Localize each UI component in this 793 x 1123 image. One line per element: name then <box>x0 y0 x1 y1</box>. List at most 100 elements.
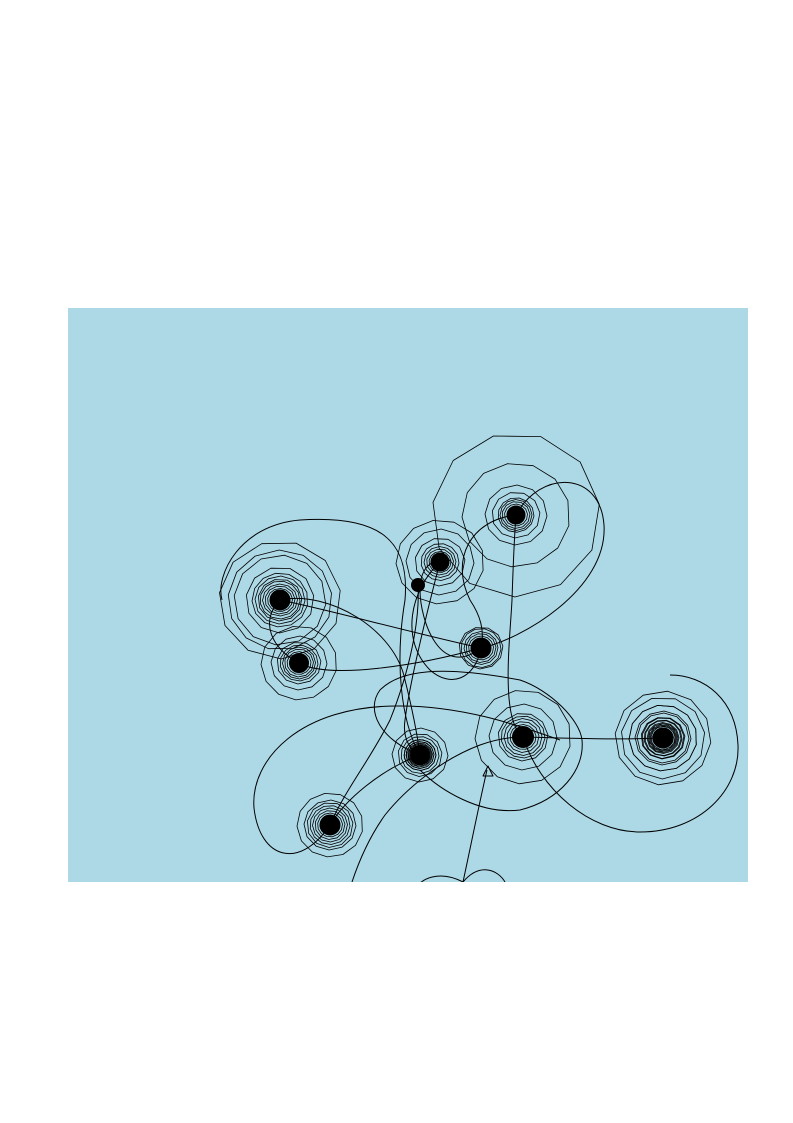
spiral-ring <box>403 739 437 771</box>
attractor-spiral-a06 <box>474 690 571 785</box>
spiral-ring <box>488 703 558 771</box>
spiral-ring <box>267 588 293 612</box>
spiral-ring <box>414 538 466 587</box>
spiral-ring <box>461 463 570 568</box>
trajectory-segment-14 <box>373 670 583 812</box>
spiral-ring <box>423 546 457 578</box>
attractor-spiral-a01 <box>219 542 341 660</box>
spiral-ring <box>426 548 454 576</box>
spiral-ring <box>395 520 484 605</box>
spiral-ring <box>260 626 337 701</box>
spiral-ring <box>458 627 504 670</box>
attractor-spiral-a05 <box>458 627 504 670</box>
spiral-ring <box>400 736 440 774</box>
spiral-ring <box>503 718 543 756</box>
spiral-core <box>411 746 429 764</box>
spiral-ring <box>650 726 676 750</box>
spiral-ring <box>284 648 314 678</box>
spiral-ring <box>409 744 431 766</box>
spiral-ring <box>314 810 346 840</box>
spiral-ring <box>407 742 433 768</box>
spiral-ring <box>420 543 460 581</box>
spiral-ring <box>254 575 306 625</box>
spiral-ring <box>262 583 298 617</box>
spiral-ring <box>499 499 533 531</box>
spiral-ring <box>648 724 678 752</box>
trajectory-segment-11 <box>253 705 561 854</box>
spiral-ring <box>286 651 312 675</box>
spiral-ring <box>306 802 354 848</box>
spiral-ring <box>621 698 705 780</box>
spiral-ring <box>303 799 357 851</box>
spiral-ring <box>641 717 686 760</box>
spiral-ring <box>259 580 301 620</box>
spiral-ring <box>245 567 315 634</box>
spiral-ring <box>282 646 316 680</box>
spiral-ring <box>264 585 296 615</box>
spiral-ring <box>219 542 341 660</box>
spiral-ring <box>509 724 537 750</box>
trajectory-segment-2 <box>351 736 524 882</box>
spiral-ring <box>276 642 322 685</box>
spiral-ring <box>279 644 319 682</box>
trajectory-segment-5 <box>507 514 524 738</box>
spiral-ring <box>497 497 535 533</box>
spiral-ring <box>408 743 432 767</box>
spiral-ring <box>227 549 332 650</box>
spiral-ring <box>432 435 600 598</box>
spiral-ring <box>405 528 475 596</box>
attractor-spiral-a08 <box>296 793 363 858</box>
trajectory-segment-13 <box>220 518 421 756</box>
trajectory-segment-17 <box>462 869 506 882</box>
attractor-spiral-a03 <box>432 435 600 598</box>
spiral-ring <box>634 710 692 766</box>
spiral-ring <box>642 717 685 759</box>
spiral-ring <box>628 705 697 772</box>
spiral-ring <box>647 723 679 753</box>
spiral-ring <box>500 715 546 759</box>
spiral-ring <box>636 712 690 764</box>
spiral-ring <box>491 492 541 539</box>
spiral-ring <box>257 579 303 622</box>
spiral-ring <box>643 719 683 757</box>
spiral-ring <box>270 635 328 691</box>
trajectory-segment-15 <box>329 584 419 826</box>
trajectory-segment-6 <box>480 481 605 649</box>
spiral-ring <box>644 720 682 756</box>
spiral-ring <box>317 812 343 838</box>
spiral-core <box>512 726 534 748</box>
spiral-ring <box>233 554 327 646</box>
trajectory-segment-16 <box>420 875 464 882</box>
spiral-core <box>430 552 450 572</box>
trajectory-segment-1 <box>462 769 488 882</box>
spiral-ring <box>428 551 452 573</box>
spiral-ring <box>391 727 449 783</box>
spiral-ring <box>504 503 528 527</box>
spiral-ring <box>468 635 494 661</box>
spiral-ring <box>460 628 502 668</box>
spiral-ring <box>312 807 348 843</box>
spiral-ring <box>501 501 531 529</box>
spiral-core <box>269 589 291 611</box>
spiral-ring <box>405 741 435 769</box>
spiral-ring <box>506 721 540 753</box>
end-marker-dot-icon <box>411 578 425 592</box>
spiral-ring <box>251 572 308 628</box>
spiral-ring <box>465 633 497 663</box>
spiral-ring <box>309 805 351 845</box>
spiral-core <box>319 814 341 836</box>
start-arrowhead-icon <box>482 765 494 777</box>
plot-panel <box>68 308 748 882</box>
spiral-ring <box>484 484 548 546</box>
spiral-ring <box>614 690 712 786</box>
spiral-ring <box>474 690 571 785</box>
trajectory-segment-9 <box>419 561 482 658</box>
trajectory-segment-4 <box>522 674 739 833</box>
spiral-ring <box>296 793 363 858</box>
attractor-spiral-a11 <box>403 739 437 771</box>
spiral-core <box>652 727 674 749</box>
attractor-spiral-a04 <box>395 520 484 605</box>
attractor-spiral-a02 <box>260 626 337 701</box>
spiral-ring <box>397 733 443 777</box>
